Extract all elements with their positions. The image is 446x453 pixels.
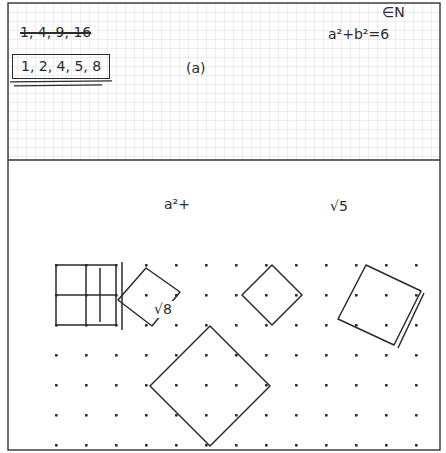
- underline: [10, 81, 112, 82]
- panel-divider: [8, 159, 440, 160]
- handwritten-note: √8: [152, 301, 174, 318]
- handwritten-note: a²+: [162, 196, 192, 213]
- grid-paper: [8, 3, 440, 160]
- tilted-square: [118, 268, 180, 326]
- large-diamond-square: [150, 326, 270, 446]
- handwritten-note: ∈N: [380, 4, 407, 21]
- handwritten-note: 1, 4, 9, 16: [18, 24, 93, 41]
- page-frame: [8, 3, 440, 450]
- retrace-line: [398, 293, 424, 348]
- dot-grid: [40, 255, 438, 450]
- node-text: 1, 2, 4, 5, 8: [21, 58, 101, 75]
- underline: [14, 85, 102, 86]
- diamond-square: [242, 265, 302, 325]
- handwritten-note: a²+b²=6: [326, 26, 391, 43]
- handwritten-note: √5: [328, 198, 350, 215]
- unit-squares: [56, 262, 122, 330]
- tilted-square: [338, 265, 421, 345]
- boxed-answer: 1, 2, 4, 5, 8: [12, 54, 110, 79]
- handwritten-note: (a): [184, 60, 208, 77]
